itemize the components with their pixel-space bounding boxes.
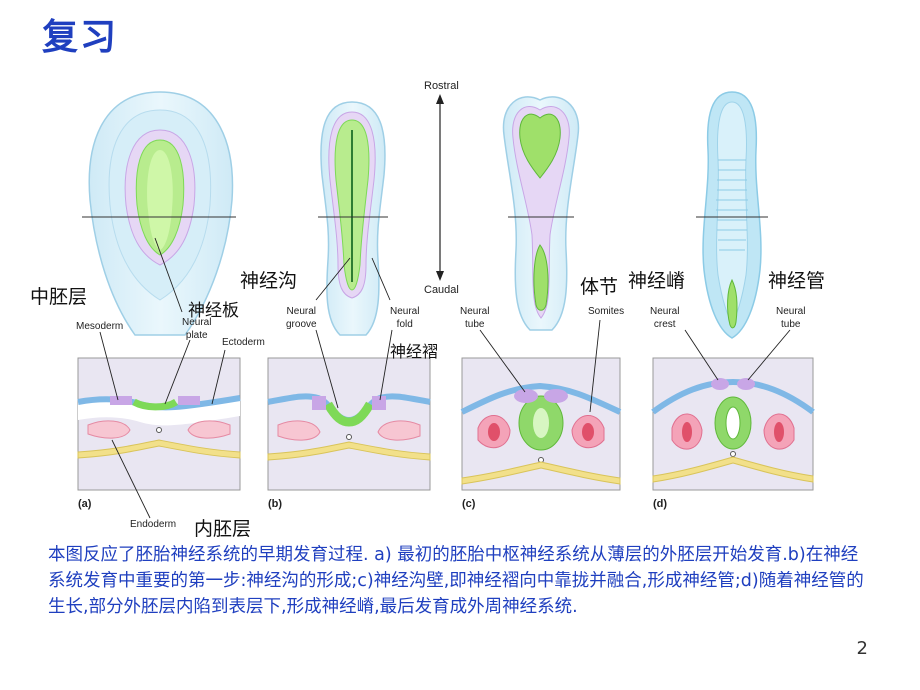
label-neural-fold-en: Neural fold <box>390 306 420 330</box>
embryo-a <box>82 91 236 336</box>
label-mesoderm-en: Mesoderm <box>76 321 124 332</box>
label-somites-en: Somites <box>588 306 625 317</box>
label-endoderm-cn: 内胚层 <box>194 518 252 540</box>
panel-label-a: (a) <box>78 498 92 510</box>
label-somites-cn: 体节 <box>580 276 619 298</box>
label-neural-groove-cn: 神经沟 <box>240 270 298 292</box>
label-mesoderm-cn: 中胚层 <box>30 286 88 308</box>
rostral-label: Rostral <box>424 80 459 92</box>
label-neural-tube-d-en: Neural tube <box>776 306 806 330</box>
caption-text: 本图反应了胚胎神经系统的早期发育过程. a) 最初的胚胎中枢神经系统从薄层的外胚… <box>48 545 864 617</box>
section-a <box>77 357 241 491</box>
embryo-b <box>318 101 388 336</box>
section-c <box>460 357 622 491</box>
slide-title: 复习 <box>42 17 119 58</box>
page-number: 2 <box>856 638 868 659</box>
label-endoderm-en: Endoderm <box>130 519 177 530</box>
caudal-label: Caudal <box>424 284 459 296</box>
label-neural-fold-cn: 神经褶 <box>390 342 439 361</box>
embryo-d <box>696 91 768 339</box>
label-neural-crest-cn: 神经嵴 <box>628 270 686 292</box>
leader-lines <box>99 237 791 519</box>
panel-label-c: (c) <box>462 498 476 510</box>
panel-label-d: (d) <box>653 498 668 510</box>
label-neural-crest-en: Neural crest <box>650 306 680 330</box>
rostral-caudal-axis <box>436 94 444 281</box>
label-neural-plate-en: Neural plate <box>182 317 212 341</box>
panel-label-b: (b) <box>268 498 283 510</box>
label-ectoderm-en: Ectoderm <box>222 337 265 348</box>
embryo-c <box>502 96 580 331</box>
section-d <box>651 357 815 491</box>
label-neural-plate-cn: 神经板 <box>188 301 239 321</box>
label-neural-tube-cn: 神经管 <box>768 270 826 292</box>
section-b <box>267 357 431 491</box>
label-neural-tube-c-en: Neural tube <box>460 306 490 330</box>
label-neural-groove-en: Neural groove <box>286 306 317 330</box>
